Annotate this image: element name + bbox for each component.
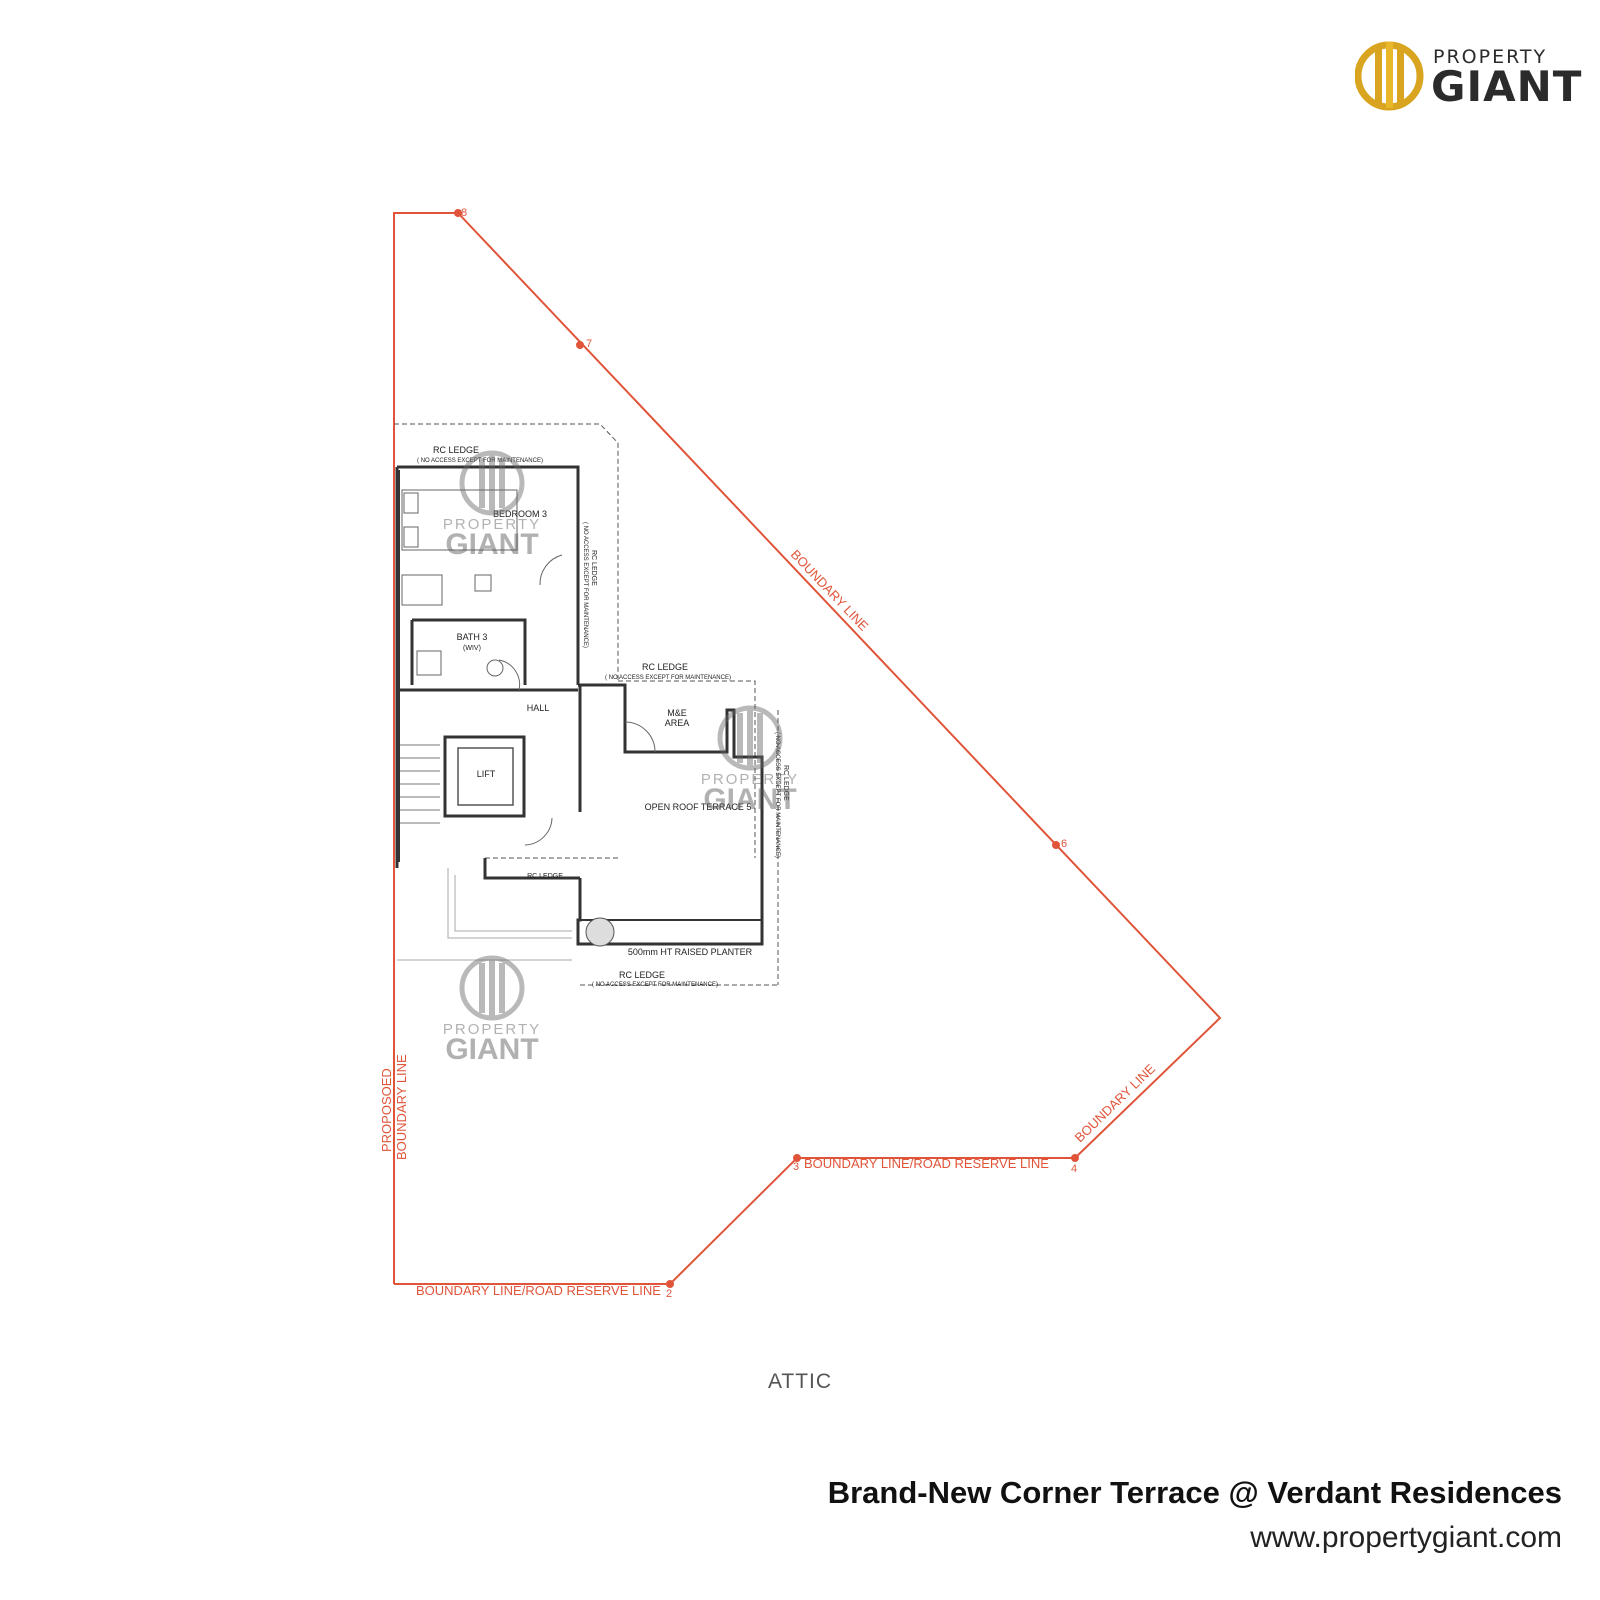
point-8-label: 8 bbox=[461, 207, 467, 219]
pillar-logo-icon bbox=[459, 450, 525, 516]
listing-title: Brand-New Corner Terrace @ Verdant Resid… bbox=[827, 1475, 1562, 1510]
boundary-label-right-short: BOUNDARY LINE bbox=[1072, 1061, 1159, 1145]
rc-ledge-right-label: RC LEDGE bbox=[590, 550, 597, 586]
watermark-text-top: PROPERTY bbox=[442, 1021, 542, 1038]
pillar-logo-icon bbox=[717, 705, 783, 771]
logo-text-top: PROPERTY bbox=[1433, 46, 1548, 68]
rc-ledge-outline bbox=[394, 423, 779, 986]
raised-planter bbox=[577, 917, 763, 947]
bath-label: BATH 3 bbox=[457, 632, 488, 642]
point-6-label: 6 bbox=[1061, 838, 1067, 850]
rc-ledge-top-label: RC LEDGE bbox=[433, 445, 479, 455]
me-area-label-1: M&E bbox=[667, 708, 687, 718]
website-url[interactable]: www.propertygiant.com bbox=[1250, 1521, 1562, 1554]
bath-sub-label: (WIV) bbox=[463, 645, 481, 652]
rc-ledge-top-note: ( NO ACCESS EXCEPT FOR MAINTENANCE) bbox=[417, 458, 543, 464]
hatched-wall bbox=[396, 470, 400, 862]
rc-ledge-bottom-label: RC LEDGE bbox=[619, 970, 665, 980]
bedroom-label: BEDROOM 3 bbox=[493, 509, 547, 519]
boundary-label-diagonal: BOUNDARY LINE bbox=[788, 547, 872, 634]
planter-label: 500mm HT RAISED PLANTER bbox=[628, 947, 753, 957]
lift-shaft bbox=[457, 747, 514, 806]
watermark-text-top: PROPERTY bbox=[700, 771, 800, 788]
rc-ledge-bottom-note: ( NO ACCESS EXCEPT FOR MAINTENANCE) bbox=[592, 982, 718, 988]
point-7-label: 7 bbox=[586, 338, 592, 350]
rc-ledge-right-note: ( NO ACCESS EXCEPT FOR MAINTENANCE) bbox=[582, 522, 588, 648]
pillar-logo-icon bbox=[459, 955, 525, 1021]
hall-label: HALL bbox=[527, 703, 550, 713]
point-2-label: 2 bbox=[666, 1288, 672, 1300]
watermark-text-bottom: GIANT bbox=[445, 1033, 539, 1066]
rc-ledge-far-right-note: ( NO ACCESS EXCEPT FOR MAINTENANCE) bbox=[774, 732, 780, 858]
watermark-text-top: PROPERTY bbox=[442, 516, 542, 533]
watermark: PROPERTY GIANT bbox=[432, 955, 552, 1066]
watermark: PROPERTY GIANT bbox=[432, 450, 552, 561]
watermark-text-bottom: GIANT bbox=[703, 783, 797, 816]
boundary-label-mid-bottom: BOUNDARY LINE/ROAD RESERVE LINE bbox=[804, 1156, 1049, 1171]
staircase bbox=[400, 744, 440, 824]
pillar-logo-icon bbox=[1355, 41, 1424, 111]
boundary-label-left-2: BOUNDARY LINE bbox=[394, 1054, 409, 1160]
rc-ledge-me-label: RC LEDGE bbox=[642, 662, 688, 672]
brand-logo: PROPERTY GIANT bbox=[1355, 38, 1581, 114]
open-roof-terrace-label: OPEN ROOF TERRACE 5 bbox=[645, 802, 752, 812]
boundary-label-bottom: BOUNDARY LINE/ROAD RESERVE LINE bbox=[416, 1283, 661, 1298]
site-boundary bbox=[393, 209, 1222, 1288]
logo-text-bottom: GIANT bbox=[1431, 62, 1583, 111]
bedroom-furniture bbox=[401, 489, 656, 846]
lift-label: LIFT bbox=[477, 769, 496, 779]
point-3-label: 3 bbox=[793, 1161, 799, 1173]
rc-ledge-me-note: ( NO ACCESS EXCEPT FOR MAINTENANCE) bbox=[605, 675, 731, 681]
lower-ledge-outline bbox=[397, 868, 572, 961]
me-area-label-2: AREA bbox=[665, 718, 690, 728]
point-4-label: 4 bbox=[1071, 1163, 1077, 1175]
rc-ledge-lower-label: RC LEDGE bbox=[527, 873, 563, 880]
boundary-label-left-1: PROPOSOED bbox=[379, 1068, 394, 1152]
watermark: PROPERTY GIANT bbox=[690, 705, 810, 816]
watermark-text-bottom: GIANT bbox=[445, 528, 539, 561]
floor-caption: ATTIC bbox=[767, 1370, 833, 1393]
rc-ledge-far-right-label: RC LEDGE bbox=[782, 765, 789, 801]
